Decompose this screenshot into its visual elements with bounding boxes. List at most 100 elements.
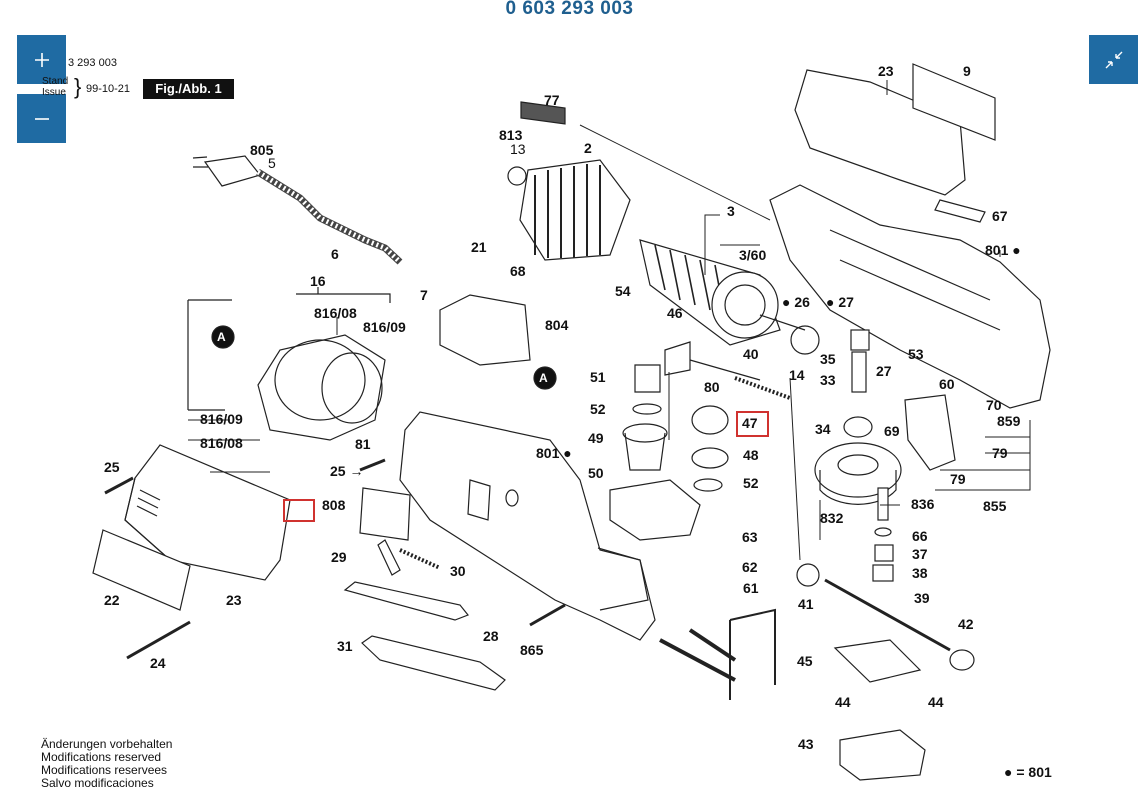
part-label-7[interactable]: 7 [420,287,428,303]
part-label-61[interactable]: 61 [743,580,759,596]
highlight-box-47[interactable] [736,411,769,437]
part-label-34[interactable]: 34 [815,421,831,437]
part-label-22[interactable]: 22 [104,592,120,608]
part-label-855[interactable]: 855 [983,498,1007,514]
part-label-50[interactable]: 50 [588,465,604,481]
part-label-6[interactable]: 6 [331,246,339,262]
part-label-63[interactable]: 63 [742,529,758,545]
part-label-29[interactable]: 29 [331,549,347,565]
armature-part [507,101,631,261]
part-label-3-60[interactable]: 3/60 [739,247,767,263]
part-label-79-top[interactable]: 79 [992,445,1008,461]
part-label-67[interactable]: 67 [992,208,1008,224]
part-label-5[interactable]: 5 [268,155,276,171]
part-label-45[interactable]: 45 [797,653,813,669]
part-label-46[interactable]: 46 [667,305,683,321]
motor-housing-part [399,411,656,641]
part-label-24[interactable]: 24 [150,655,166,671]
part-label-54[interactable]: 54 [615,283,631,299]
part-label-30[interactable]: 30 [450,563,466,579]
part-label-80[interactable]: 80 [704,379,720,395]
part-label-62[interactable]: 62 [742,559,758,575]
part-label-25-left[interactable]: 25 [104,459,120,475]
stand-label: Stand [42,76,69,87]
part-label-44-right[interactable]: 44 [928,694,944,710]
legend: ● = 801 [1004,764,1052,780]
part-label-44-left[interactable]: 44 [835,694,851,710]
part-label-836[interactable]: 836 [911,496,935,512]
part-label-804[interactable]: 804 [545,317,569,333]
part-label-25-center[interactable]: 25 → [330,463,364,479]
minus-icon [33,110,51,128]
collapse-button[interactable] [1089,35,1138,84]
gear-housing-part [769,184,1051,409]
part-label-42[interactable]: 42 [958,616,974,632]
switch-part [439,294,531,366]
part-label-23-top[interactable]: 23 [878,63,894,79]
part-label-48[interactable]: 48 [743,447,759,463]
part-label-33[interactable]: 33 [820,372,836,388]
part-label-16[interactable]: 16 [310,273,326,289]
zoom-in-button[interactable] [17,35,66,84]
part-label-3[interactable]: 3 [727,203,735,219]
part-label-49[interactable]: 49 [588,430,604,446]
figure-label: Fig./Abb. 1 [143,79,234,99]
ref-number: 3 293 003 [68,57,117,69]
part-label-43[interactable]: 43 [798,736,814,752]
part-label-66[interactable]: 66 [912,528,928,544]
part-label-35[interactable]: 35 [820,351,836,367]
part-label-60[interactable]: 60 [939,376,955,392]
part-label-2[interactable]: 2 [584,140,592,156]
footer-notes: Änderungen vorbehalten Modifications res… [41,738,172,790]
part-label-816-08-bottom[interactable]: 816/08 [200,435,243,451]
gear-assembly-part [609,341,791,541]
part-label-26[interactable]: ● 26 [782,294,810,310]
part-label-801-right[interactable]: 801 ● [985,242,1021,258]
plug-cable-part [192,155,403,265]
label-part [92,529,191,611]
zoom-out-button[interactable] [17,94,66,143]
part-label-38[interactable]: 38 [912,565,928,581]
plus-icon [33,51,51,69]
part-label-816-09-top[interactable]: 816/09 [363,319,406,335]
part-label-81[interactable]: 81 [355,436,371,452]
part-label-816-08-top[interactable]: 816/08 [314,305,357,321]
part-label-37[interactable]: 37 [912,546,928,562]
part-label-813[interactable]: 813 [499,127,523,143]
part-label-51[interactable]: 51 [590,369,606,385]
part-label-31[interactable]: 31 [337,638,353,654]
part-label-21[interactable]: 21 [471,239,487,255]
marker-a-right: A [539,371,548,385]
part-label-69[interactable]: 69 [884,423,900,439]
part-label-801-center[interactable]: 801 ● [536,445,572,461]
part-label-53[interactable]: 53 [908,346,924,362]
rear-cover-part [124,444,291,581]
highlight-box-empty[interactable] [283,499,315,522]
part-label-9[interactable]: 9 [963,63,971,79]
part-label-68[interactable]: 68 [510,263,526,279]
part-label-39[interactable]: 39 [914,590,930,606]
part-label-808[interactable]: 808 [322,497,346,513]
part-label-27-bottom[interactable]: 27 [876,363,892,379]
part-label-859[interactable]: 859 [997,413,1021,429]
part-label-23-left[interactable]: 23 [226,592,242,608]
part-label-77[interactable]: 77 [544,92,560,108]
part-label-28[interactable]: 28 [483,628,499,644]
part-label-816-09-bottom[interactable]: 816/09 [200,411,243,427]
part-label-70[interactable]: 70 [986,397,1002,413]
rotor-part [639,239,820,355]
part-label-52-top[interactable]: 52 [590,401,606,417]
part-label-52-bottom[interactable]: 52 [743,475,759,491]
part-label-832[interactable]: 832 [820,510,844,526]
part-label-865[interactable]: 865 [520,642,544,658]
part-label-27-top[interactable]: ● 27 [826,294,854,310]
part-label-14[interactable]: 14 [789,367,805,383]
footer-line: Modifications reserved [41,750,162,764]
collapse-arrows-icon [1103,49,1125,71]
part-label-805[interactable]: 805 [250,142,274,158]
part-label-41[interactable]: 41 [798,596,814,612]
part-label-79-bottom[interactable]: 79 [950,471,966,487]
part-label-13[interactable]: 13 [510,141,526,157]
part-label-40[interactable]: 40 [743,346,759,362]
part-label-47[interactable]: 47 [742,415,758,431]
